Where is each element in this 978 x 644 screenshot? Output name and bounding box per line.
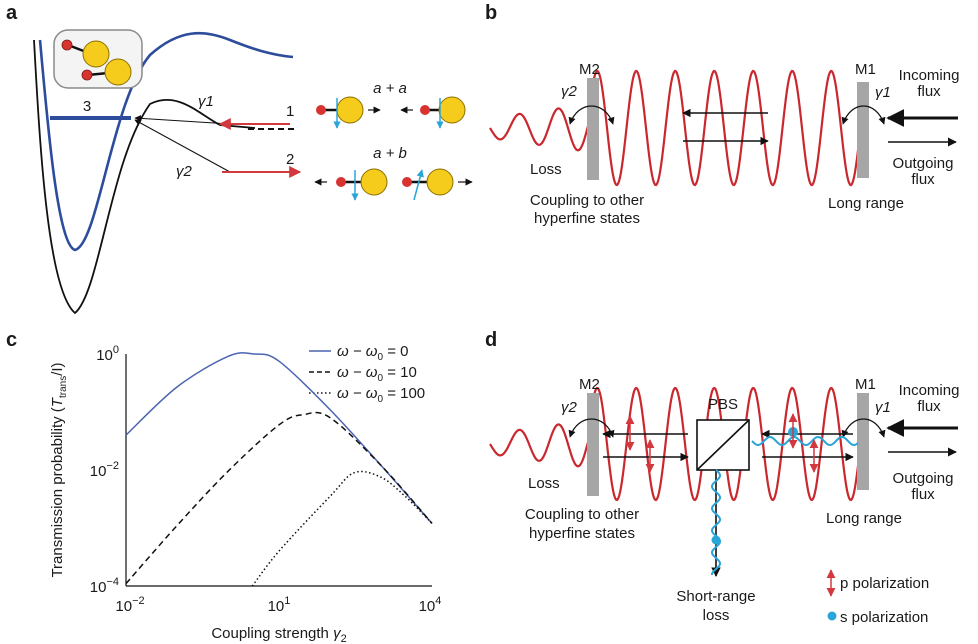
outgoing-label-b: Outgoing: [893, 155, 954, 172]
s-polarization-legend-icon: [827, 611, 837, 621]
series-line-1: [125, 411, 433, 585]
short-range-label: Short-range: [676, 588, 755, 605]
panel-a: a 3 γ1 γ2 1 2 a + a: [6, 2, 473, 315]
potential-curve-black: [33, 39, 256, 315]
panel-c: c 10−2 101 104 100 10−2 10−4 Coupling st…: [6, 329, 441, 644]
reaction-a-a: a + a: [373, 80, 407, 97]
y-axis-label: Transmission probability (Ttrans/I): [49, 362, 69, 577]
mirror-m1-b: [857, 82, 869, 178]
series-line-2: [251, 470, 433, 587]
incoming-label-b: Incoming: [899, 67, 960, 84]
s-polarization-dot-2: [711, 535, 721, 545]
panel-d-label: d: [485, 329, 497, 351]
x-tick-label-2: 104: [419, 595, 442, 615]
coupling-label-b: Coupling to other: [530, 192, 644, 209]
transmission-chart: 10−2 101 104 100 10−2 10−4 Coupling stre…: [49, 343, 441, 644]
gamma2-label-b: γ2: [561, 83, 578, 100]
long-range-label-b: Long range: [828, 195, 904, 212]
gamma2-arrow: [134, 119, 231, 173]
y-tick-label-2: 10−4: [90, 576, 119, 596]
short-range-label-2: loss: [703, 607, 730, 624]
mirror-m2-d: [587, 393, 599, 496]
panel-a-label: a: [6, 2, 18, 24]
gamma2-curved-arrow-b: [568, 105, 615, 125]
gamma2-label-a: γ2: [176, 163, 193, 180]
panel-b: b M2 M1 γ2 γ1 Incoming flux Outgoing flu…: [485, 2, 959, 227]
mirror-m2-label-b: M2: [579, 61, 600, 78]
panel-d: d M2 M1 γ2 γ1 PBS Incoming flux: [485, 329, 959, 626]
gamma2-label-d: γ2: [561, 399, 578, 416]
incoming-label-d-2: flux: [917, 398, 941, 415]
gamma1-label-d: γ1: [875, 399, 891, 416]
molecule-inset: [61, 39, 132, 86]
outgoing-label-b-2: flux: [911, 171, 935, 188]
s-polarization-wave-down: [711, 469, 721, 575]
gamma1-label-b: γ1: [875, 84, 891, 101]
x-axis-label: Coupling strength γ2: [211, 625, 346, 644]
coupling-label-b-2: hyperfine states: [534, 210, 640, 227]
x-tick-label-0: 10−2: [115, 595, 144, 615]
legend-label-2: ω − ω0 = 100: [337, 385, 425, 405]
s-polarization-legend: s polarization: [840, 609, 928, 626]
gamma1-curved-arrow-d: [841, 418, 886, 438]
mirror-m2-label-d: M2: [579, 376, 600, 393]
channel-1-label: 1: [286, 103, 294, 120]
coupling-label-d: Coupling to other: [525, 506, 639, 523]
coupling-label-d-2: hyperfine states: [529, 525, 635, 542]
x-tick-label-1: 101: [268, 595, 291, 615]
molecule-pair-ab: [314, 168, 473, 201]
loss-label-d: Loss: [528, 475, 560, 492]
reaction-a-b: a + b: [373, 145, 407, 162]
incoming-label-b-2: flux: [917, 83, 941, 100]
mirror-m1-label-b: M1: [855, 61, 876, 78]
molecule-pair-aa: [316, 96, 466, 129]
cavity-wave-b: [489, 69, 864, 187]
pbs-diagonal: [696, 419, 750, 471]
p-polarization-legend: p polarization: [840, 575, 929, 592]
pbs-label: PBS: [708, 396, 738, 413]
legend-label-1: ω − ω0 = 10: [337, 364, 417, 384]
panel-c-label: c: [6, 329, 17, 351]
chart-legend: ω − ω0 = 0 ω − ω0 = 10 ω − ω0 = 100: [309, 343, 425, 405]
mirror-m1-label-d: M1: [855, 376, 876, 393]
panel-b-label: b: [485, 2, 497, 24]
y-tick-label-1: 10−2: [90, 460, 119, 480]
channel-2-label: 2: [286, 151, 294, 168]
outgoing-label-d: Outgoing: [893, 470, 954, 487]
incoming-label-d: Incoming: [899, 382, 960, 399]
gamma1-curved-arrow-b: [841, 105, 886, 125]
long-range-label-d: Long range: [826, 510, 902, 527]
y-tick-label-0: 100: [96, 344, 119, 364]
mirror-m1-d: [857, 393, 869, 490]
outgoing-label-d-2: flux: [911, 486, 935, 503]
gamma1-arrow: [134, 115, 231, 125]
cavity-wave-d: [489, 386, 864, 502]
legend-label-0: ω − ω0 = 0: [337, 343, 408, 363]
loss-label-b: Loss: [530, 161, 562, 178]
gamma1-label-a: γ1: [198, 93, 214, 110]
mirror-m2-b: [587, 78, 599, 180]
channel-3-label: 3: [83, 98, 91, 115]
s-polarization-wave: [751, 435, 859, 447]
